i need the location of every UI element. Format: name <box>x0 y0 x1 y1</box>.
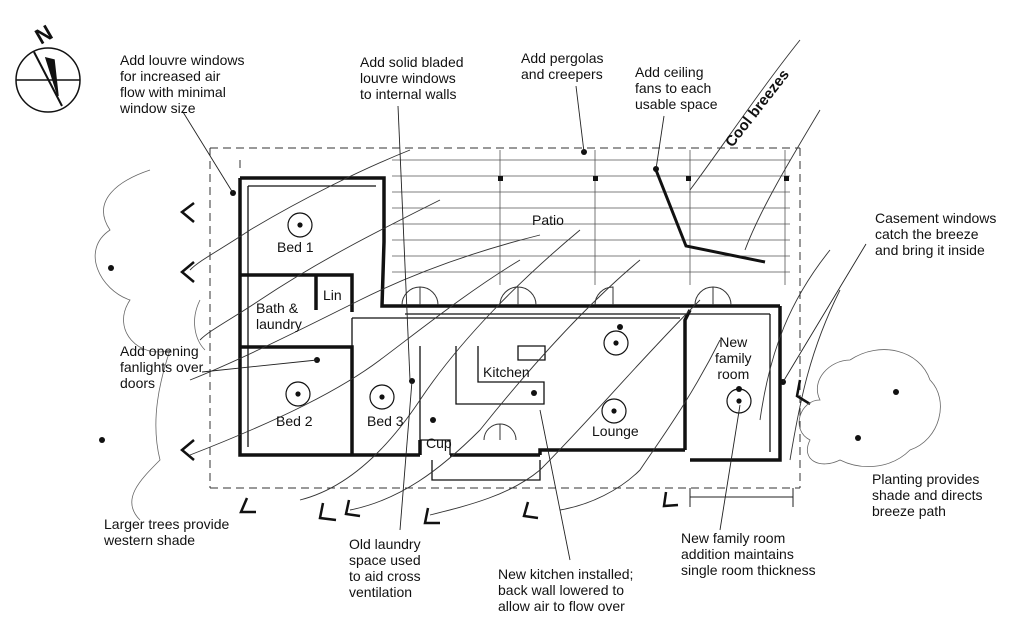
annotation-line: and bring it inside <box>875 242 985 258</box>
annotation-line: to aid cross <box>349 568 421 584</box>
annotation-line: Add opening <box>120 343 199 359</box>
annotation-fanlights: Add opening fanlights over doors <box>120 343 203 391</box>
house-walls-thin <box>247 185 771 481</box>
annotation-line: to internal walls <box>360 86 457 102</box>
compass-icon <box>15 47 81 113</box>
annotation-planting: Planting provides shade and directs bree… <box>872 471 983 519</box>
room-bed-3: Bed 3 <box>367 413 404 429</box>
annotation-new-kitchen: New kitchen installed; back wall lowered… <box>498 566 633 614</box>
annotation-line: Planting provides <box>872 471 980 487</box>
annotation-line: breeze path <box>872 503 946 519</box>
room-patio: Patio <box>532 212 564 228</box>
ceiling-fan-icon <box>285 212 752 424</box>
annotation-line: back wall lowered to <box>498 582 625 598</box>
room-bed-1: Bed 1 <box>277 239 314 255</box>
annotation-line: Add pergolas <box>521 50 604 66</box>
annotation-line: Add ceiling <box>635 64 704 80</box>
room-label-line: family <box>715 350 752 366</box>
western-trees <box>94 169 206 521</box>
annotation-line: fanlights over <box>120 359 204 375</box>
annotation-line: and creepers <box>521 66 603 82</box>
room-bath-laundry: Bath & laundry <box>256 300 302 332</box>
annotation-line: shade and directs <box>872 487 983 503</box>
breeze-path-arrow <box>654 169 766 264</box>
annotation-line: single room thickness <box>681 562 816 578</box>
room-linen: Lin <box>323 287 342 303</box>
annotation-casement-windows: Casement windows catch the breeze and br… <box>875 210 996 258</box>
breeze-arrowheads <box>179 202 811 525</box>
leader-lines <box>182 85 867 561</box>
pergola-hatching <box>392 150 790 285</box>
annotation-line: catch the breeze <box>875 226 979 242</box>
room-label-line: New <box>719 334 748 350</box>
annotation-larger-trees: Larger trees provide western shade <box>104 516 229 548</box>
room-label-line: room <box>717 366 750 382</box>
annotation-line: louvre windows <box>360 70 456 86</box>
room-cupboard: Cup <box>426 435 452 451</box>
annotation-line: Add louvre windows <box>120 52 245 68</box>
room-label-line: Bath & <box>256 300 299 316</box>
room-bed-2: Bed 2 <box>276 413 313 429</box>
house-walls <box>238 176 782 462</box>
breeze-flow-lines <box>189 39 841 516</box>
annotation-line: flow with minimal <box>120 84 226 100</box>
annotation-line: western shade <box>104 532 196 548</box>
annotation-line: ventilation <box>349 584 413 600</box>
annotation-louvre-windows: Add louvre windows for increased air flo… <box>120 52 245 116</box>
annotation-line: fans to each <box>635 80 712 96</box>
room-kitchen: Kitchen <box>483 364 530 380</box>
door-swings <box>401 286 732 441</box>
eastern-planting <box>798 349 941 467</box>
annotation-line: Casement windows <box>875 210 997 226</box>
annotation-ceiling-fans: Add ceiling fans to each usable space <box>635 64 718 112</box>
annotation-line: allow air to flow over <box>498 598 625 614</box>
annotation-pergolas: Add pergolas and creepers <box>521 50 604 82</box>
room-new-family: New family room <box>715 334 752 382</box>
annotation-line: Old laundry <box>349 536 421 552</box>
annotation-line: window size <box>120 100 196 116</box>
annotation-line: usable space <box>635 96 718 112</box>
dimension-line <box>689 488 794 507</box>
annotation-line: Add solid bladed <box>360 54 464 70</box>
room-label-line: laundry <box>256 316 302 332</box>
annotation-family-addition: New family room addition maintains singl… <box>681 530 816 578</box>
annotation-line: Larger trees provide <box>104 516 230 532</box>
pergola-posts <box>498 176 789 181</box>
annotation-line: New family room <box>681 530 786 546</box>
site-boundary <box>209 147 801 489</box>
annotation-line: space used <box>349 552 421 568</box>
annotation-line: addition maintains <box>681 546 794 562</box>
room-lounge: Lounge <box>592 423 639 439</box>
annotation-line: New kitchen installed; <box>498 566 634 582</box>
annotation-line: doors <box>120 375 156 391</box>
annotation-line: for increased air <box>120 68 221 84</box>
annotation-solid-louvres: Add solid bladed louvre windows to inter… <box>360 54 464 102</box>
annotation-old-laundry: Old laundry space used to aid cross vent… <box>349 536 421 600</box>
